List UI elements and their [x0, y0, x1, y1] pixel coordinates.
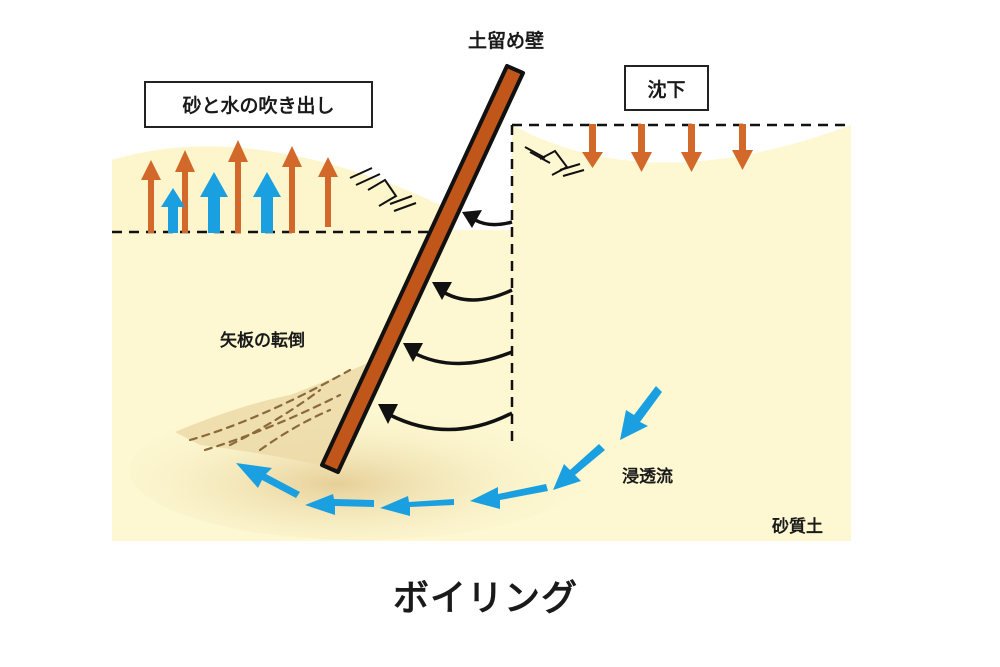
seepage-flow-label: 浸透流: [622, 467, 673, 487]
downward-orange-arrows: [582, 124, 753, 172]
seepage-arrows: [236, 386, 662, 516]
sheet-pile-overturn-label: 矢板の転倒: [220, 331, 305, 351]
sand-streaks: [188, 368, 352, 452]
dashed-lines: [112, 123, 851, 448]
soil-type-label: 砂質土: [772, 517, 823, 537]
sand-water-eruption-label: 砂と水の吹き出し: [182, 95, 335, 117]
settlement-label-box: 沈下: [624, 65, 709, 111]
diagram-title: ボイリング: [393, 578, 579, 619]
sand-water-eruption-label-box: 砂と水の吹き出し: [144, 81, 373, 128]
retaining-wall: [320, 64, 525, 474]
upward-blue-arrows: [161, 172, 281, 233]
earth-pressure-arrows: [389, 218, 513, 432]
slope-hatch-right: [524, 146, 585, 177]
wall-label: 土留め壁: [468, 30, 545, 52]
earth-pressure-arrowheads: [378, 210, 482, 424]
slope-hatch-left: [349, 167, 417, 212]
settlement-label: 沈下: [647, 78, 686, 101]
upward-orange-arrows: [141, 140, 338, 233]
